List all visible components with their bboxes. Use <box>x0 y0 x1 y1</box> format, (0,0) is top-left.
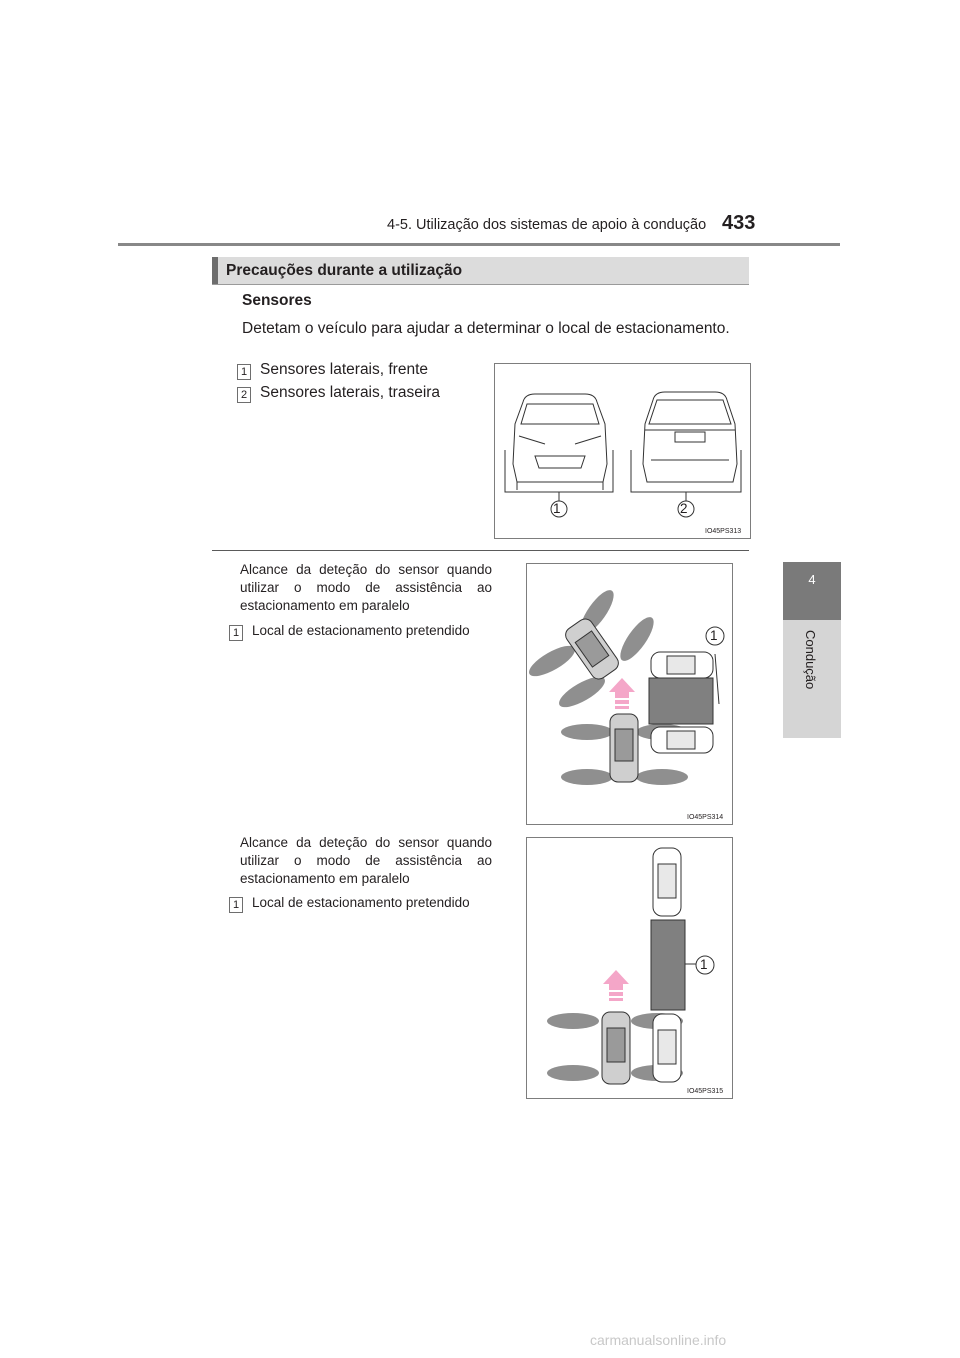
parked-car-rear <box>652 1013 682 1083</box>
target-parking-space <box>648 677 714 725</box>
target-parking-space <box>650 919 686 1011</box>
section-title: Precauções durante a utilização <box>226 262 463 279</box>
sensor-location-illustration <box>504 391 742 518</box>
watermark: carmanualsonline.info <box>590 1332 727 1348</box>
rear-sensor-bracket <box>630 450 742 493</box>
parallel-parking-illustration-2 <box>547 847 715 1085</box>
sensor-item-label: Sensores laterais, traseira <box>260 384 441 401</box>
callout-circle <box>705 626 725 646</box>
page-number: 433 <box>722 212 756 234</box>
callout-number: 1 <box>229 897 243 913</box>
direction-arrow <box>603 970 629 1001</box>
figure-callout-1: 1 <box>710 628 718 643</box>
callout-circle <box>695 955 715 975</box>
detection-range-text: Alcance da deteção do sensor quando util… <box>240 562 492 613</box>
chapter-strip <box>783 620 841 738</box>
section-title-underline <box>212 284 749 285</box>
sensors-heading: Sensores <box>242 292 312 309</box>
parked-car-front <box>650 651 714 679</box>
figure-code: IO45PS315 <box>687 1088 724 1095</box>
running-header-title: 4-5. Utilização dos sistemas de apoio à … <box>387 217 707 233</box>
callout-circle <box>550 500 568 518</box>
callout-number: 2 <box>237 387 251 403</box>
chapter-tab <box>783 562 841 620</box>
figure-sensors: 1 2 IO45PS313 <box>494 363 751 539</box>
figure-parallel-parking-1: 1 IO45PS314 <box>526 563 733 825</box>
figure-code: IO45PS313 <box>705 528 742 535</box>
detection-range-text: Alcance da deteção do sensor quando util… <box>240 835 492 886</box>
figure-callout-1: 1 <box>700 957 708 972</box>
header-rule <box>118 243 840 246</box>
chapter-label: Condução <box>803 630 818 690</box>
car-front-view <box>512 393 608 490</box>
figure-callout-2: 2 <box>680 501 688 516</box>
parking-location-label: Local de estacionamento pretendido <box>252 895 470 910</box>
callout-circle <box>677 500 695 518</box>
moving-car <box>609 713 639 783</box>
sensor-item-label: Sensores laterais, frente <box>260 361 429 378</box>
parked-car-front <box>652 847 682 917</box>
figure-parallel-parking-2: 1 IO45PS315 <box>526 837 733 1099</box>
figure-callout-1: 1 <box>553 501 561 516</box>
parallel-parking-illustration-1 <box>529 590 725 785</box>
section-divider <box>212 550 749 551</box>
direction-arrow <box>609 678 635 709</box>
callout-number: 1 <box>237 364 251 380</box>
car-rear-view <box>642 391 738 483</box>
callout-number: 1 <box>229 625 243 641</box>
chapter-number: 4 <box>808 572 816 587</box>
moving-car <box>601 1011 631 1085</box>
moving-car-angled <box>565 618 619 680</box>
section-title-bar <box>212 257 749 284</box>
section-title-marker <box>212 257 218 284</box>
parking-location-label: Local de estacionamento pretendido <box>252 623 470 638</box>
parked-car-rear <box>650 726 714 754</box>
sensors-description: Detetam o veículo para ajudar a determin… <box>242 320 730 337</box>
figure-code: IO45PS314 <box>687 814 724 821</box>
